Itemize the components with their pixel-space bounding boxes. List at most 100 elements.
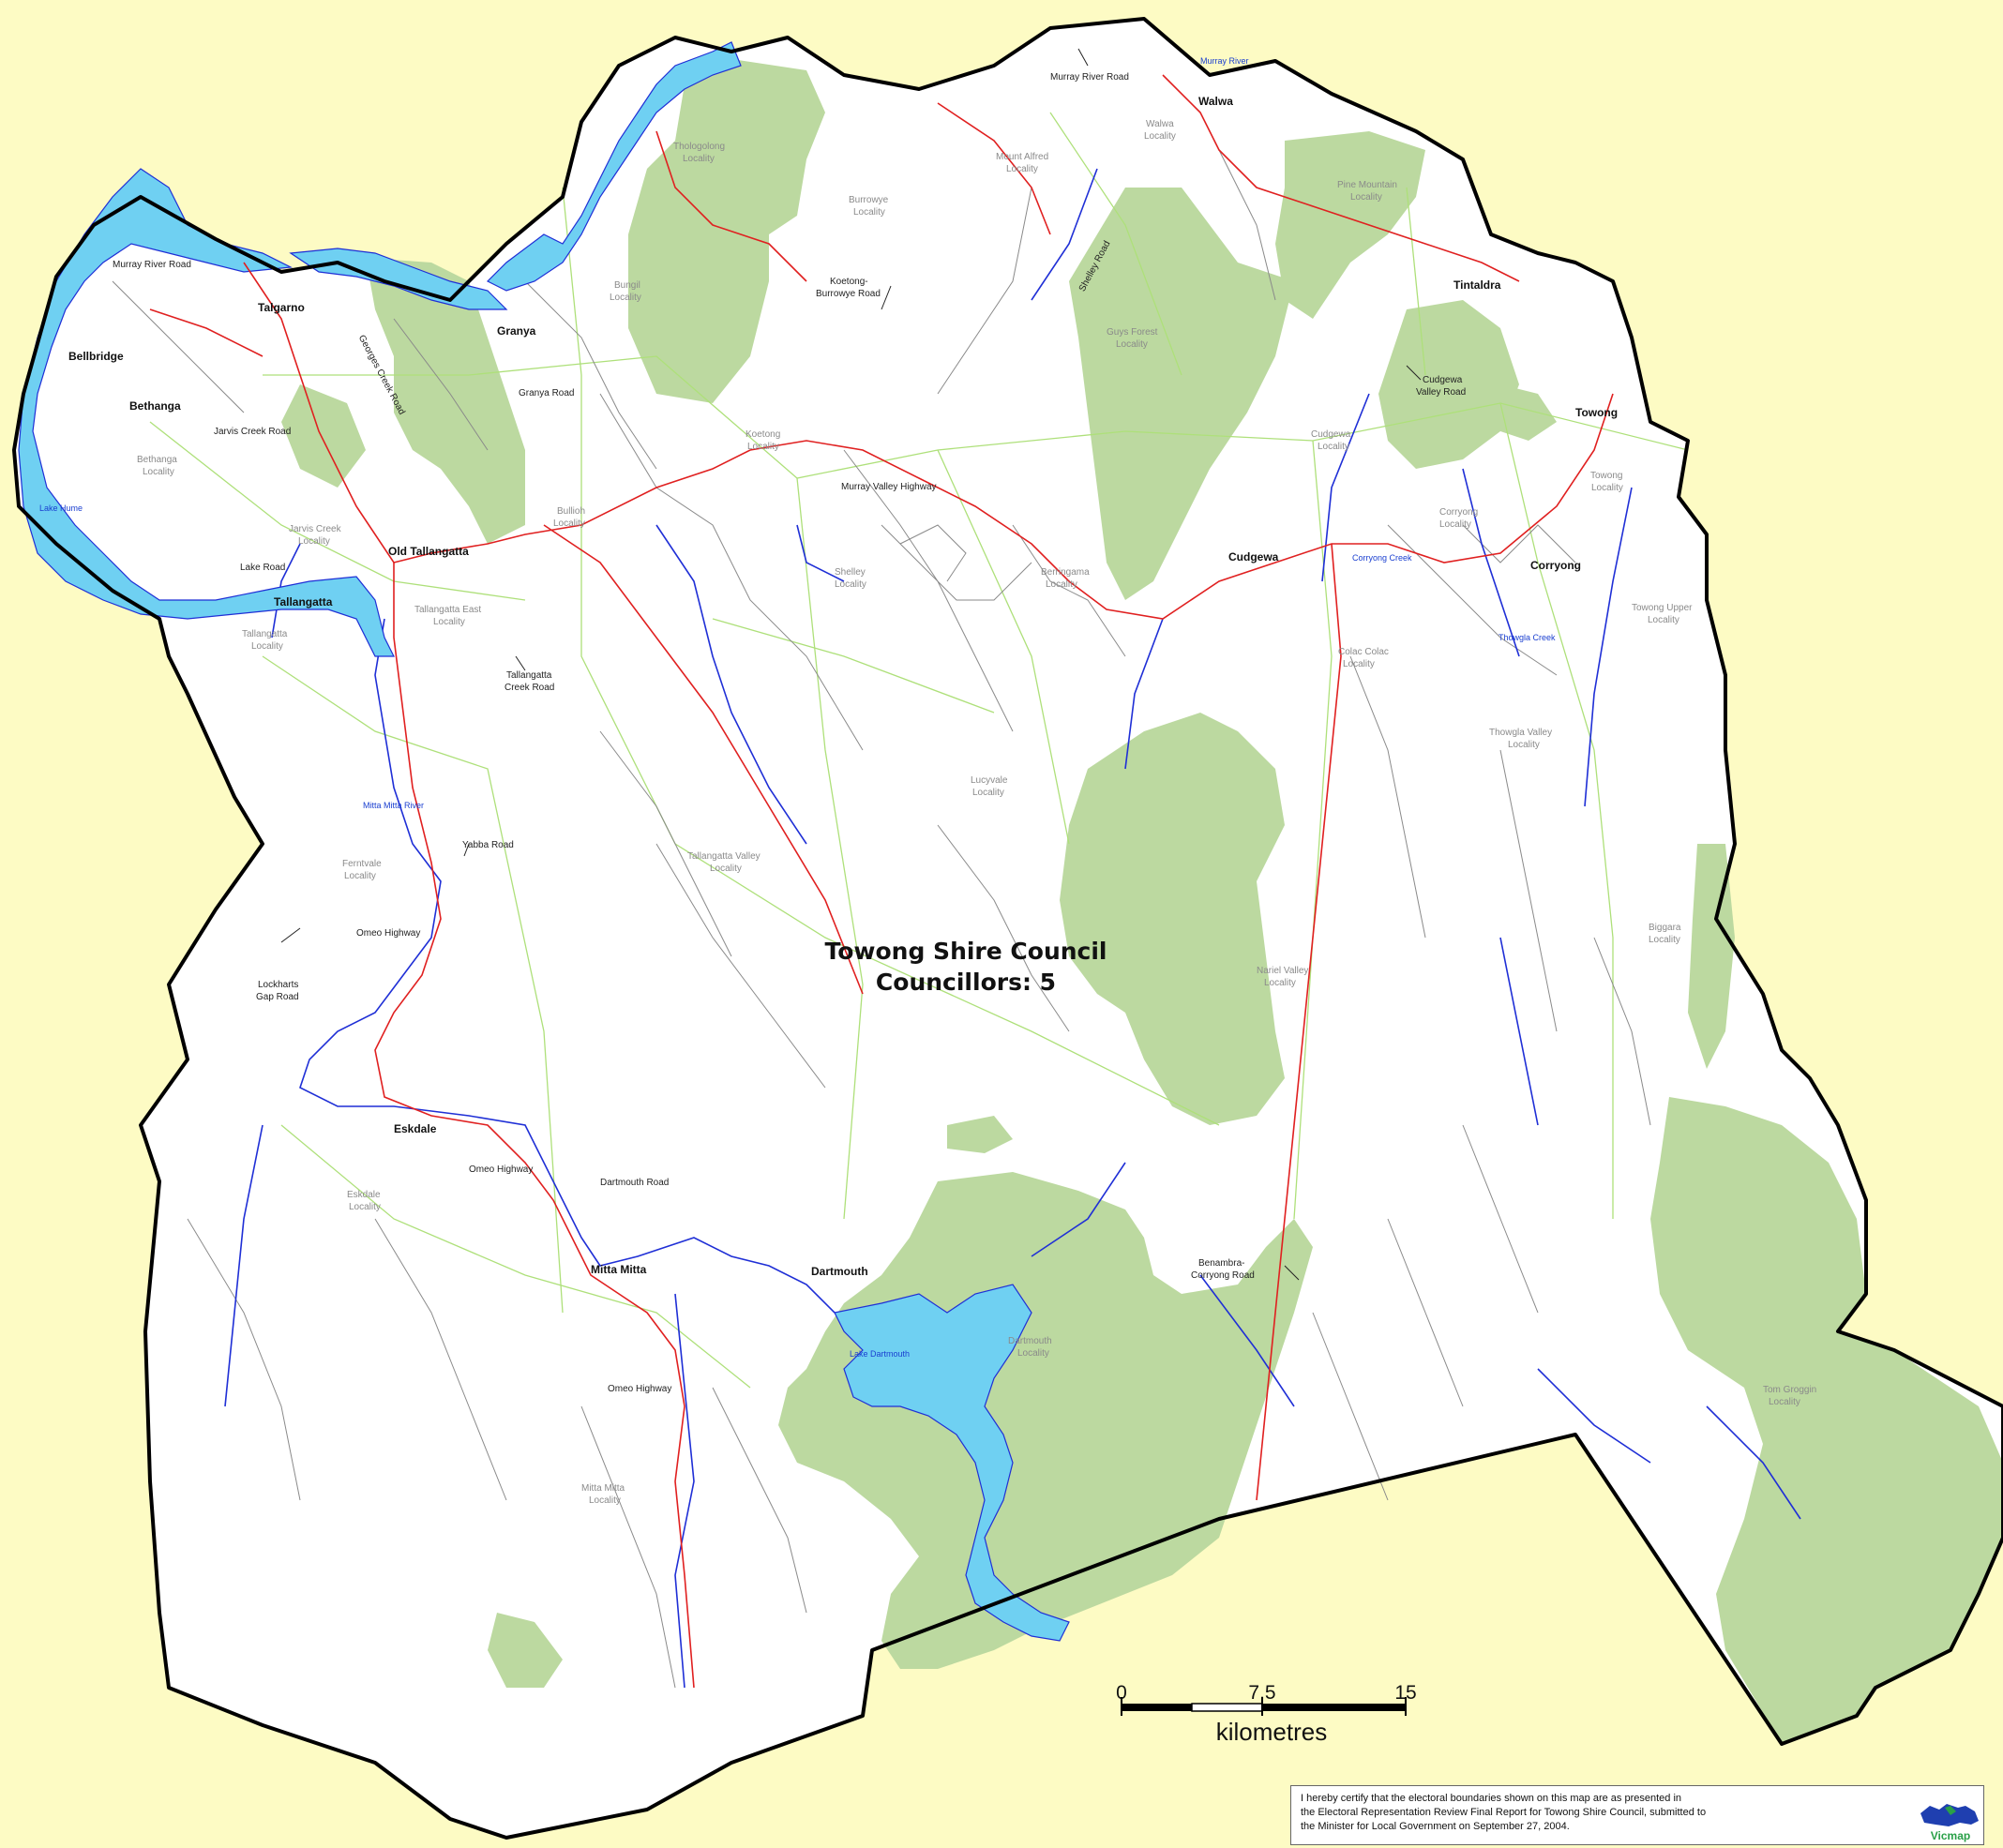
- water-label: Lake Dartmouth: [850, 1349, 910, 1359]
- town-label: Old Tallangatta: [388, 545, 469, 558]
- road-label: Omeo Highway: [469, 1164, 533, 1175]
- water-label: Thowgla Creek: [1498, 633, 1556, 642]
- map-title: Towong Shire Council: [824, 938, 1107, 965]
- road-label: Koetong-: [830, 277, 868, 287]
- mitta-mitta-river: [299, 618, 836, 1314]
- locality-label: Shelley: [835, 567, 866, 578]
- locality-label: Locality: [1046, 579, 1077, 590]
- locality-label: Jarvis Creek: [289, 524, 342, 534]
- locality-label: Locality: [298, 536, 330, 547]
- vicmap-logo: Vicmap: [1920, 1804, 1979, 1842]
- locality-label: Mitta Mitta: [581, 1483, 625, 1494]
- locality-label: Nariel Valley: [1257, 966, 1308, 976]
- locality-label: Locality: [1350, 192, 1382, 203]
- road-label: Yabba Road: [462, 840, 514, 850]
- highways: [149, 74, 1614, 1689]
- locality-label: Walwa: [1146, 119, 1174, 129]
- map-subtitle: Councillors: 5: [876, 969, 1056, 996]
- locality-label: Biggara: [1649, 923, 1681, 933]
- omeo-highway: [374, 563, 695, 1689]
- park-cudgewa-valley: [1378, 300, 1519, 469]
- scale-tick-mid: 7.5: [1248, 1682, 1275, 1704]
- locality-label: Locality: [1006, 164, 1038, 174]
- road-label: Granya Road: [519, 388, 574, 398]
- road-label: Corryong Road: [1191, 1270, 1255, 1281]
- locality-label: Colac Colac: [1338, 647, 1389, 657]
- locality-label: Tom Groggin: [1763, 1385, 1816, 1395]
- locality-label: Locality: [433, 617, 465, 627]
- locality-label: Bullioh: [557, 506, 585, 517]
- water-label: Lake Hume: [39, 503, 83, 513]
- town-label: Eskdale: [394, 1122, 437, 1135]
- certification-box: I hereby certify that the electoral boun…: [1290, 1785, 1984, 1845]
- park-pine-mountain: [1275, 131, 1425, 319]
- road-label: Lake Road: [240, 563, 285, 573]
- locality-label: Locality: [683, 154, 715, 164]
- locality-label: Locality: [1591, 483, 1623, 493]
- locality-label: Bungil: [614, 280, 640, 291]
- locality-label: Locality: [1116, 339, 1148, 350]
- locality-label: Eskdale: [347, 1190, 381, 1200]
- locality-label: Locality: [853, 207, 885, 218]
- locality-label: Locality: [1318, 442, 1349, 452]
- locality-label: Locality: [1343, 659, 1375, 669]
- road-label: Lockharts: [258, 980, 298, 990]
- minor-roads: [112, 149, 1651, 1689]
- road-label: Dartmouth Road: [600, 1178, 669, 1188]
- town-label: Talgarno: [258, 301, 305, 314]
- road-label: Cudgewa: [1423, 375, 1463, 385]
- locality-label: Berringama: [1041, 567, 1090, 578]
- locality-label: Locality: [1439, 519, 1471, 530]
- locality-label: Locality: [610, 293, 641, 303]
- locality-label: Locality: [1264, 978, 1296, 988]
- locality-label: Locality: [589, 1495, 621, 1506]
- locality-label: Locality: [1144, 131, 1176, 142]
- road-label: Omeo Highway: [356, 928, 420, 939]
- park-tom-groggin: [1650, 1097, 2003, 1744]
- murray-valley-highway: [243, 262, 1614, 620]
- locality-label: Pine Mountain: [1337, 180, 1397, 190]
- locality-label: Locality: [1648, 615, 1679, 625]
- road-label: Jarvis Creek Road: [214, 427, 291, 437]
- locality-label: Tallangatta: [242, 629, 288, 639]
- locality-label: Lucyvale: [971, 775, 1008, 786]
- locality-label: Tallangatta Valley: [687, 851, 761, 862]
- town-label: Tallangatta: [274, 595, 333, 608]
- locality-label: Towong Upper: [1632, 603, 1693, 613]
- lake-dartmouth: [834, 1284, 1070, 1642]
- park-small-1: [1500, 384, 1557, 441]
- town-label: Towong: [1575, 406, 1618, 419]
- road-label: Murray River Road: [1050, 72, 1129, 83]
- road-label: Valley Road: [1416, 387, 1466, 398]
- rivers: [224, 168, 1801, 1689]
- scale-tick-max: 15: [1394, 1682, 1416, 1704]
- locality-label: Towong: [1590, 471, 1622, 481]
- locality-label: Locality: [344, 871, 376, 881]
- locality-label: Locality: [251, 641, 283, 652]
- water-label: Mitta Mitta River: [363, 801, 424, 810]
- certification-line: the Electoral Representation Review Fina…: [1301, 1807, 1707, 1818]
- locality-label: Burrowye: [849, 195, 889, 205]
- town-label: Dartmouth: [811, 1265, 868, 1278]
- locality-label: Ferntvale: [342, 859, 382, 869]
- park-granya: [366, 258, 525, 544]
- park-small-2: [947, 1116, 1013, 1153]
- town-label: Tintaldra: [1453, 278, 1501, 292]
- locality-label: Bethanga: [137, 455, 177, 465]
- town-label: Bethanga: [129, 399, 181, 413]
- park-small-3: [488, 1613, 563, 1688]
- road-label: Creek Road: [505, 683, 554, 693]
- locality-label: Locality: [553, 518, 585, 529]
- road-label: Murray River Road: [113, 260, 191, 270]
- scale-bar: 0 7.5 15 kilometres: [1116, 1682, 1417, 1746]
- park-biggara-strip: [1688, 844, 1735, 1069]
- park-bethanga: [281, 384, 366, 488]
- label-leaders: [280, 48, 1422, 1281]
- road-label: Burrowye Road: [816, 289, 881, 299]
- vicmap-logo-text: Vicmap: [1931, 1829, 1970, 1842]
- certification-line: I hereby certify that the electoral boun…: [1301, 1793, 1682, 1804]
- road-label: Gap Road: [256, 992, 299, 1002]
- locality-label: Koetong: [745, 429, 780, 440]
- locality-label: Cudgewa: [1311, 429, 1351, 440]
- locality-label: Thowgla Valley: [1489, 728, 1552, 738]
